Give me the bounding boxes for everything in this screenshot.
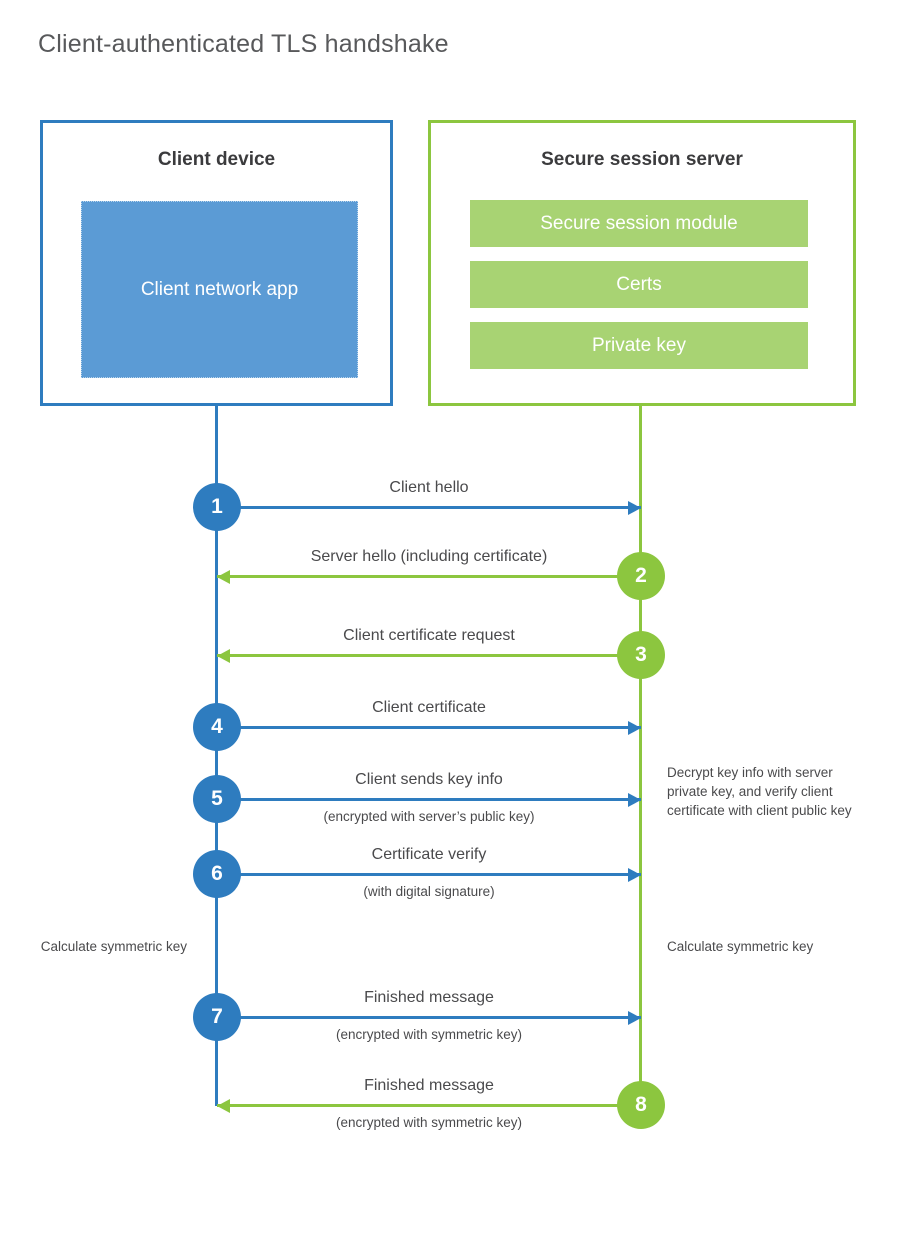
message-arrow-line [217,575,641,578]
message-arrow-line [217,506,641,509]
message-label: Client sends key info [355,771,503,788]
secure-session-server-heading: Secure session server [541,149,743,170]
step-number-badge: 3 [617,631,665,679]
message-arrow-line [217,873,641,876]
arrowhead-right-icon [628,868,641,882]
arrowhead-right-icon [628,793,641,807]
server-decrypt-note: Decrypt key info with server private key… [667,765,852,819]
client-device-heading: Client device [157,149,276,170]
message-arrow-line [217,726,641,729]
message-arrow-line [217,654,641,657]
arrowhead-right-icon [628,721,641,735]
arrowhead-left-icon [217,570,230,584]
message-label: Finished message [364,1077,494,1094]
message-arrow-line [217,1104,641,1107]
message-arrow-line [217,798,641,801]
arrowhead-right-icon [628,501,641,515]
server-module-bar: Private key [470,322,808,369]
server-module-bar: Secure session module [470,200,808,247]
page-title: Client-authenticated TLS handshake [38,30,449,58]
server-lifeline [639,406,642,1106]
step-number-badge: 4 [193,703,241,751]
step-number-badge: 7 [193,993,241,1041]
client-device-panel: Client device Client network app [40,120,393,406]
arrowhead-right-icon [628,1011,641,1025]
server-module-list: Secure session module Certs Private key [470,200,808,369]
server-calculate-symmetric-key-note: Calculate symmetric key [667,939,814,954]
message-sublabel: (with digital signature) [363,884,495,899]
secure-session-server-panel: Secure session server Secure session mod… [428,120,856,406]
message-label: Client hello [389,479,469,496]
step-number-badge: 8 [617,1081,665,1129]
step-number-badge: 6 [193,850,241,898]
arrowhead-left-icon [217,1099,230,1113]
client-lifeline [215,406,218,1106]
message-sublabel: (encrypted with server’s public key) [323,809,535,824]
message-sublabel: (encrypted with symmetric key) [335,1027,523,1042]
arrowhead-left-icon [217,649,230,663]
client-network-app-block: Client network app [81,201,358,378]
message-label: Client certificate request [343,627,515,644]
step-number-badge: 1 [193,483,241,531]
message-label: Server hello (including certificate) [310,548,548,565]
message-label: Finished message [364,989,494,1006]
server-module-bar: Certs [470,261,808,308]
message-label: Certificate verify [371,846,487,863]
message-label: Client certificate [372,699,486,716]
client-calculate-symmetric-key-note: Calculate symmetric key [40,939,187,954]
step-number-badge: 2 [617,552,665,600]
message-arrow-line [217,1016,641,1019]
step-number-badge: 5 [193,775,241,823]
message-sublabel: (encrypted with symmetric key) [335,1115,523,1130]
